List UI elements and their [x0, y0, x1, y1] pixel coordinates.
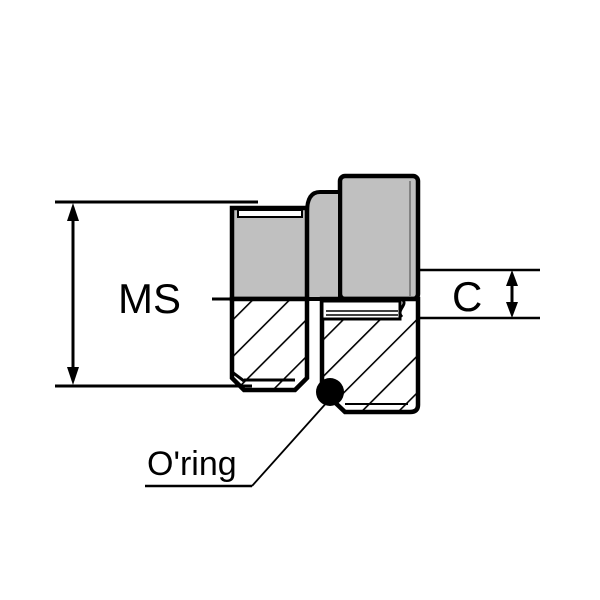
oring-marker-icon — [316, 378, 344, 406]
plug-step1-crest-strip — [237, 209, 303, 218]
ms-arrowhead-up-icon — [67, 203, 79, 221]
dimension-c: C — [418, 268, 540, 320]
dimension-ms: MS — [55, 200, 258, 388]
plug-internal-bore — [320, 299, 402, 321]
plug-step2-shoulder — [305, 190, 342, 301]
plug-upper-body — [229, 173, 421, 302]
plug-nose-chamfer-left — [231, 370, 245, 383]
c-dimension-label: C — [452, 273, 482, 320]
ms-arrowhead-down-icon — [67, 367, 79, 385]
plug-section-left-outline — [229, 296, 310, 393]
plug-section-hatched — [212, 296, 421, 415]
annotation-oring: O'ring — [145, 399, 330, 488]
plug-step3-crest-strip — [346, 179, 410, 184]
plug-step3-head — [337, 173, 421, 302]
plug-section-right-outline — [319, 296, 421, 415]
break-line-symbol — [398, 297, 406, 319]
plug-step1-thread — [229, 205, 310, 302]
oring-leader-line — [251, 399, 330, 487]
c-arrowhead-up-icon — [506, 270, 518, 286]
oring-label: O'ring — [147, 445, 237, 483]
c-arrowhead-down-icon — [506, 302, 518, 318]
ms-dimension-label: MS — [118, 275, 181, 322]
